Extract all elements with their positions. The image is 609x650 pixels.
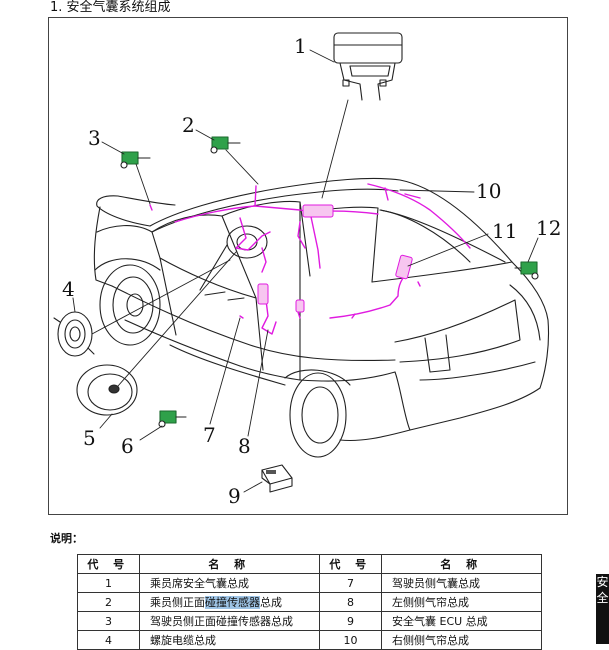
header-code-1: 代 号: [77, 554, 140, 574]
left-side-sensor: [158, 410, 187, 428]
row-code: 8: [319, 592, 382, 612]
parts-table: 代 号 名 称 代 号 名 称 1 乘员席安全气囊总成 7 驾驶员侧气囊总成 2…: [77, 554, 542, 650]
row-code: 10: [319, 630, 382, 650]
callout-11: 11: [492, 219, 517, 243]
row-name: 驾驶员侧气囊总成: [381, 573, 542, 593]
table-row: 4 螺旋电缆总成 10 右侧侧气帘总成: [77, 630, 542, 650]
callout-12: 12: [536, 216, 561, 240]
table-row: 2 乘员侧正面碰撞传感器总成 8 左侧侧气帘总成: [77, 592, 542, 612]
callout-numbers: 1 2 3 4 5 6 7 8 9 10 11 12: [62, 34, 561, 508]
callout-9: 9: [228, 484, 241, 508]
callout-7: 7: [203, 423, 216, 447]
header-code-2: 代 号: [319, 554, 382, 574]
callout-6: 6: [121, 434, 134, 458]
steering-wheel: [199, 225, 268, 291]
row-name-part: 乘员侧正面: [150, 596, 205, 609]
callout-1: 1: [294, 34, 307, 58]
table-row: 3 驾驶员侧正面碰撞传感器总成 9 安全气囊 ECU 总成: [77, 611, 542, 631]
callout-2: 2: [182, 113, 195, 137]
table-row: 1 乘员席安全气囊总成 7 驾驶员侧气囊总成: [77, 573, 542, 593]
row-code: 9: [319, 611, 382, 631]
row-name: 右侧侧气帘总成: [381, 630, 542, 650]
callout-10: 10: [476, 179, 501, 203]
row-name: 螺旋电缆总成: [139, 630, 320, 650]
row-name: 乘员侧正面碰撞传感器总成: [139, 592, 320, 612]
right-side-sensor: [514, 261, 539, 280]
figure-frame: [48, 17, 568, 515]
callout-5: 5: [83, 426, 96, 450]
note-label: 说明：: [50, 532, 83, 545]
header-name-1: 名 称: [139, 554, 320, 574]
table-header-row: 代 号 名 称 代 号 名 称: [77, 554, 542, 574]
airbag-ecu: [261, 464, 293, 493]
passenger-airbag-module: [333, 32, 403, 101]
row-code: 1: [77, 573, 140, 593]
spiral-cable: [53, 311, 95, 357]
highlighted-text: 碰撞传感器: [205, 596, 260, 609]
side-tab-char: 全: [596, 591, 609, 605]
row-code: 7: [319, 573, 382, 593]
row-name: 左侧侧气帘总成: [381, 592, 542, 612]
side-tab-char: 安: [596, 575, 609, 589]
chapter-side-tab: 安 全: [596, 574, 609, 644]
harness-components: [257, 204, 413, 313]
passenger-front-crash-sensor: [210, 136, 241, 154]
driver-airbag: [76, 364, 138, 416]
row-name: 乘员席安全气囊总成: [139, 573, 320, 593]
callout-8: 8: [238, 434, 251, 458]
callout-3: 3: [88, 126, 101, 150]
row-code: 3: [77, 611, 140, 631]
wiring-harness: [149, 183, 471, 335]
row-name: 安全气囊 ECU 总成: [381, 611, 542, 631]
row-code: 4: [77, 630, 140, 650]
row-name-part: 总成: [260, 596, 282, 609]
header-name-2: 名 称: [381, 554, 542, 574]
callout-4: 4: [62, 277, 75, 301]
leader-lines: [72, 49, 539, 493]
row-name: 驾驶员侧正面碰撞传感器总成: [139, 611, 320, 631]
driver-front-crash-sensor: [120, 151, 151, 169]
row-code: 2: [77, 592, 140, 612]
section-heading: 1. 安全气囊系统组成: [50, 0, 171, 15]
airbag-system-diagram: 1 2 3 4 5 6 7 8 9 10 11 12: [53, 32, 561, 508]
